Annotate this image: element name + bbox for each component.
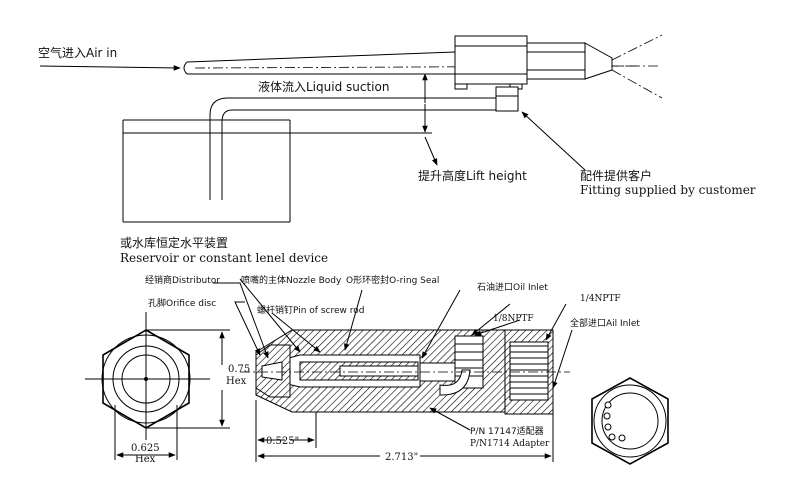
spray-cone — [611, 34, 663, 99]
hex-0625-value: 0.625 — [131, 443, 160, 454]
air-in-arrow — [39, 65, 181, 71]
cross-section — [240, 329, 570, 415]
nozzle-body-label: 喷嘴的主体Nozzle Body — [241, 274, 342, 286]
hex-0625-label: Hex — [135, 454, 156, 465]
pin-screw-rod-label: 螺杆销钉Pin of screw rod — [257, 304, 364, 316]
air-in-label: 空气进入Air in — [38, 45, 117, 60]
distributor-label: 经销商Distributor — [145, 274, 220, 286]
left-hex-view: 0.75 Hex 0.625 Hex — [85, 312, 250, 465]
dim-2713: 2.713" — [385, 452, 418, 463]
hex-075-label: Hex — [226, 376, 247, 387]
reservoir-label-cn: 或水库恒定水平装置 — [120, 235, 228, 250]
hex-075-value: 0.75 — [228, 364, 250, 375]
liquid-suction-label: 液体流入Liquid suction — [258, 79, 389, 94]
reservoir — [122, 119, 291, 223]
lift-height-dimension — [290, 73, 438, 166]
reservoir-label-en: Reservoir or constant lenel device — [120, 251, 328, 265]
orifice-disc-label: 孔脚Orifice disc — [148, 298, 216, 309]
air-inlet-label: 全部进口Ail Inlet — [570, 317, 640, 329]
fitting-label-cn: 配件提供客户 — [580, 168, 652, 183]
air-pipe — [183, 51, 641, 75]
nozzle-hex-top — [454, 35, 613, 90]
fitting-callout-arrow — [521, 111, 586, 171]
dim-0525: 0.525" — [266, 436, 299, 447]
pn-adapter-en: P/N1714 Adapter — [470, 439, 550, 449]
section-labels: 经销商Distributor 喷嘴的主体Nozzle Body O形环密封O-r… — [145, 274, 640, 449]
npt-1-8-label: 1/8NPTF — [493, 314, 534, 324]
section-leaders — [213, 278, 573, 431]
lift-height-label: 提升高度Lift height — [418, 168, 527, 183]
top-schematic: 空气进入Air in 液体流入Liquid suction 提升高度Lift h… — [38, 34, 756, 265]
fitting-label-en: Fitting supplied by customer — [580, 183, 756, 197]
oil-inlet-label: 石油进口Oil Inlet — [477, 281, 548, 293]
pn-adapter-cn: P/N 17147适配器 — [470, 426, 544, 437]
npt-1-4-label: 1/4NPTF — [580, 294, 621, 304]
right-hex-view — [591, 377, 669, 465]
section-dimensions: 0.525" 2.713" — [255, 400, 554, 463]
liquid-fitting — [495, 86, 519, 112]
liquid-pipe — [209, 97, 496, 200]
oring-seal-label: O形环密封O-ring Seal — [346, 274, 439, 286]
